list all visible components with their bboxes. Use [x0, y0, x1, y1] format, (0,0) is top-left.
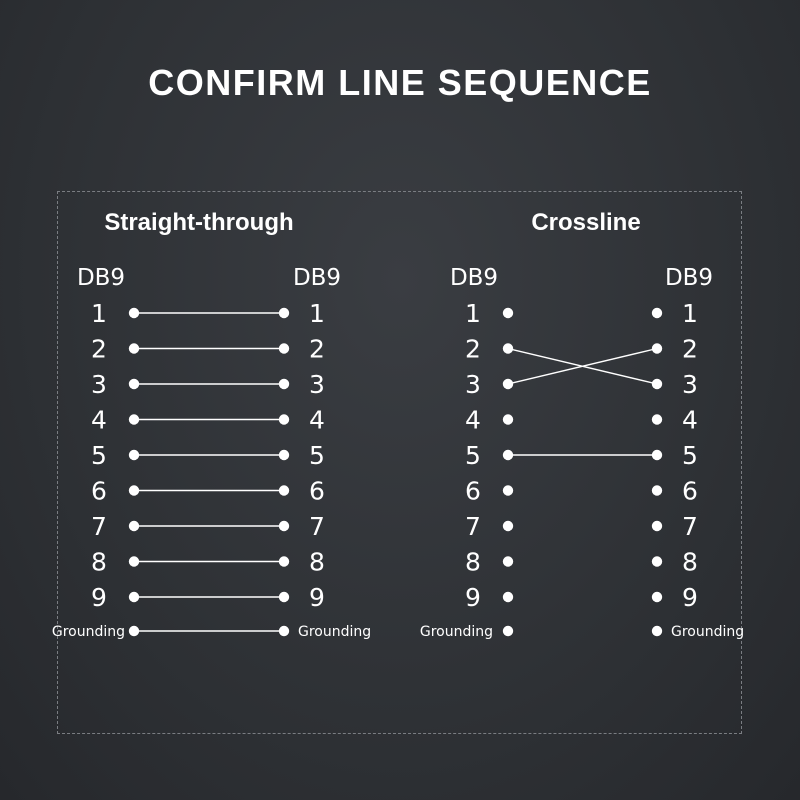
cross-right-pin-dot	[651, 449, 663, 461]
cross-left-pin-dot	[502, 625, 514, 637]
straight-right-pin-dot	[278, 485, 290, 496]
cross-left-pin-label: 3	[465, 370, 481, 399]
cross-right-pin-dot	[651, 591, 663, 603]
straight-left-pin-label: 2	[91, 335, 107, 364]
straight-right-header: DB9	[293, 265, 341, 291]
cross-left-pin-label: 8	[465, 548, 481, 577]
cross-right-pin-dot	[651, 625, 663, 637]
cross-right-pin-dot	[651, 307, 663, 319]
straight-left-pin-label: Grounding	[52, 624, 125, 640]
straight-right-pin-dot	[278, 556, 290, 567]
straight-left-pin-label: 9	[91, 583, 107, 612]
cross-right-header: DB9	[665, 265, 713, 291]
straight-right-pin-dot	[278, 625, 290, 637]
cross-left-header: DB9	[450, 265, 498, 291]
straight-right-pin-dot	[278, 591, 290, 603]
cross-heading: Crossline	[531, 209, 640, 236]
cross-right-pin-label: 9	[682, 583, 698, 612]
cross-right-pin-dot	[651, 343, 663, 354]
cross-right-pin-dot	[651, 485, 663, 496]
cross-right-pin-label: 4	[682, 406, 698, 435]
cross-left-pin-label: 6	[465, 477, 481, 506]
straight-left-pin-label: 6	[91, 477, 107, 506]
straight-left-header: DB9	[77, 265, 125, 291]
straight-left-pin-label: 3	[91, 370, 107, 399]
straight-right-pin-label: 9	[309, 583, 325, 612]
cross-left-pin-label: 7	[465, 512, 481, 541]
straight-right-pin-label: Grounding	[298, 624, 371, 640]
cross-right-pin-label: 6	[682, 477, 698, 506]
straight-right-pin-label: 5	[309, 441, 325, 470]
straight-right-pin-label: 2	[309, 335, 325, 364]
straight-left-pin-dot	[128, 485, 140, 496]
straight-right-pin-dot	[278, 307, 290, 319]
straight-left-pin-label: 7	[91, 512, 107, 541]
straight-right-pin-dot	[278, 378, 290, 390]
straight-right-pin-label: 4	[309, 406, 325, 435]
cross-left-pin-label: 1	[465, 299, 481, 328]
cross-right-pin-dot	[651, 556, 663, 567]
page-title: CONFIRM LINE SEQUENCE	[148, 62, 652, 103]
cross-left-pin-dot	[502, 591, 514, 603]
straight-right-pin-dot	[278, 343, 290, 354]
straight-right-pin-dot	[278, 449, 290, 461]
diagram-frame	[57, 191, 742, 734]
cross-left-pin-dot	[502, 449, 514, 461]
straight-right-pin-label: 6	[309, 477, 325, 506]
straight-right-pin-dot	[278, 414, 290, 425]
cross-right-pin-dot	[651, 414, 663, 425]
straight-heading: Straight-through	[104, 209, 293, 236]
straight-left-pin-dot	[128, 378, 140, 390]
cross-right-pin-label: 8	[682, 548, 698, 577]
cross-right-pin-label: 2	[682, 335, 698, 364]
straight-right-pin-label: 1	[309, 299, 325, 328]
straight-left-pin-label: 4	[91, 406, 107, 435]
straight-left-pin-dot	[128, 449, 140, 461]
cross-left-pin-dot	[502, 556, 514, 567]
cross-right-pin-label: Grounding	[671, 624, 744, 640]
cross-left-pin-dot	[502, 520, 514, 532]
cross-right-pin-dot	[651, 378, 663, 390]
cross-left-pin-label: 2	[465, 335, 481, 364]
straight-right-pin-label: 8	[309, 548, 325, 577]
straight-right-pin-dot	[278, 520, 290, 532]
straight-left-pin-dot	[128, 343, 140, 354]
straight-left-pin-label: 5	[91, 441, 107, 470]
cross-right-pin-label: 7	[682, 512, 698, 541]
cross-left-pin-label: Grounding	[420, 624, 493, 640]
cross-left-pin-label: 5	[465, 441, 481, 470]
straight-left-pin-label: 8	[91, 548, 107, 577]
straight-left-pin-dot	[128, 520, 140, 532]
cross-left-pin-dot	[502, 485, 514, 496]
straight-right-pin-label: 3	[309, 370, 325, 399]
straight-left-pin-dot	[128, 625, 140, 637]
cross-left-pin-label: 4	[465, 406, 481, 435]
cross-left-pin-dot	[502, 343, 514, 354]
straight-left-pin-dot	[128, 591, 140, 603]
straight-right-pin-label: 7	[309, 512, 325, 541]
straight-left-pin-dot	[128, 556, 140, 567]
cross-wire-3-2	[507, 347, 658, 385]
cross-right-pin-label: 1	[682, 299, 698, 328]
straight-left-pin-label: 1	[91, 299, 107, 328]
cross-right-pin-label: 3	[682, 370, 698, 399]
cross-left-pin-dot	[502, 414, 514, 425]
straight-left-pin-dot	[128, 307, 140, 319]
cross-left-pin-label: 9	[465, 583, 481, 612]
cross-right-pin-label: 5	[682, 441, 698, 470]
cross-right-pin-dot	[651, 520, 663, 532]
cross-left-pin-dot	[502, 307, 514, 319]
cross-left-pin-dot	[502, 378, 514, 390]
straight-left-pin-dot	[128, 414, 140, 425]
